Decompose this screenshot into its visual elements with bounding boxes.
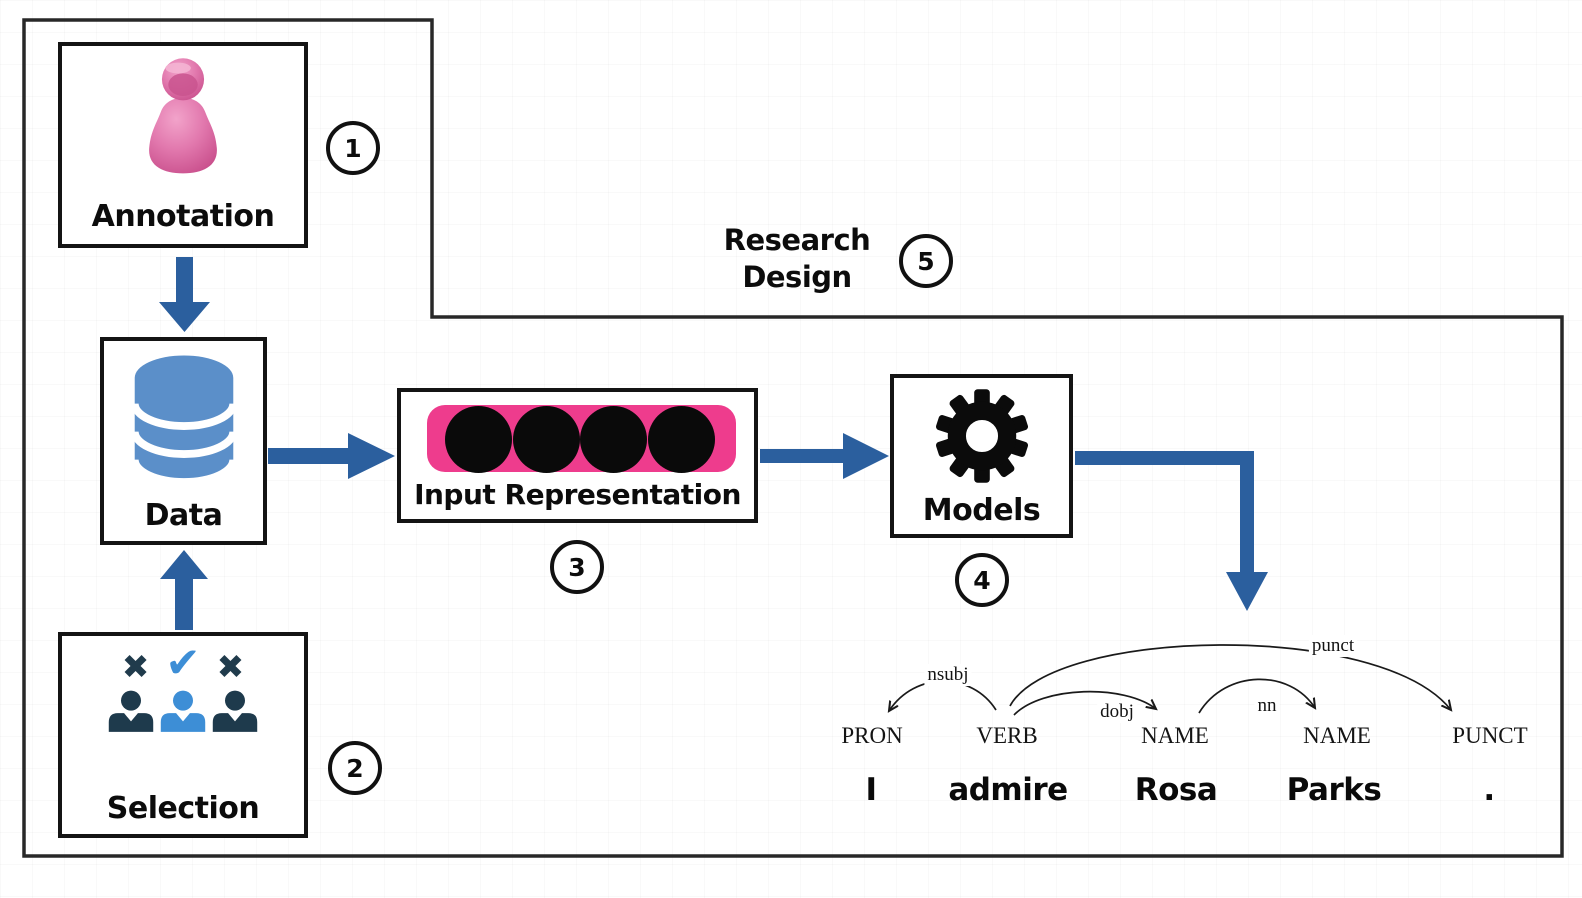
gear-icon	[930, 384, 1034, 492]
data-to-input-representation-arrow	[268, 433, 395, 479]
data-label: Data	[144, 498, 223, 533]
arc-label-nsubj: nsubj	[924, 664, 972, 686]
sentence-word: admire	[948, 772, 1068, 808]
arc-nn	[1198, 678, 1315, 714]
annotation-label: Annotation	[91, 199, 275, 234]
models-box: Models	[890, 374, 1073, 538]
pos-tag: PUNCT	[1452, 723, 1528, 748]
data-box: Data	[100, 337, 267, 545]
token-circle	[513, 406, 580, 473]
research-design-outline	[22, 18, 1564, 858]
token-circle	[580, 406, 647, 473]
token-circle	[445, 406, 512, 473]
step-number-3: 3	[550, 540, 604, 594]
arc-label-punct: punct	[1308, 635, 1358, 657]
step-number-text: 1	[344, 133, 362, 163]
step-number-4: 4	[955, 553, 1009, 607]
research-design-label: Research Design	[723, 223, 871, 294]
sentence-word: Parks	[1286, 772, 1382, 808]
models-to-output-arrow	[1075, 451, 1268, 611]
person-dark-icon	[210, 690, 260, 736]
step-number-text: 3	[568, 552, 586, 582]
selection-to-data-arrow	[160, 550, 208, 630]
arc-label-nn: nn	[1254, 695, 1280, 717]
pos-tag: VERB	[976, 723, 1038, 748]
check-icon: ✔	[165, 638, 201, 687]
annotation-box: Annotation	[58, 42, 308, 248]
token-circle	[648, 406, 715, 473]
input-representation-to-models-arrow	[760, 433, 889, 479]
selection-box: ✖ ✔ ✖ S	[58, 632, 308, 838]
pos-tag: PRON	[841, 723, 903, 748]
arc-dobj	[1013, 690, 1156, 716]
models-label: Models	[922, 493, 1041, 528]
arc-label-dobj: dobj	[1097, 701, 1137, 723]
step-number-1: 1	[326, 121, 380, 175]
step-number-text: 2	[346, 753, 364, 783]
step-number-text: 5	[917, 246, 935, 276]
dependency-arcs	[889, 644, 1451, 716]
cross-icon: ✖	[216, 646, 245, 686]
input-representation-box: Input Representation	[397, 388, 758, 523]
step-number-5: 5	[899, 234, 953, 288]
sentence-word: .	[1483, 772, 1495, 808]
annotation-to-data-arrow	[159, 257, 210, 332]
cross-icon: ✖	[121, 646, 150, 686]
person-icon	[134, 56, 232, 184]
sentence-word: Rosa	[1134, 772, 1218, 808]
database-icon	[128, 353, 240, 493]
person-blue-icon	[158, 690, 208, 736]
person-dark-icon	[106, 690, 156, 736]
three-people-icon	[106, 690, 260, 736]
step-number-2: 2	[328, 741, 382, 795]
step-number-text: 4	[973, 565, 991, 595]
selection-marks: ✖ ✔ ✖	[121, 638, 245, 688]
input-representation-label: Input Representation	[414, 478, 741, 511]
pos-tag: NAME	[1303, 723, 1371, 748]
sentence-word: I	[865, 772, 877, 808]
pos-tag: NAME	[1141, 723, 1209, 748]
arc-punct	[1009, 644, 1451, 710]
selection-label: Selection	[106, 791, 260, 826]
